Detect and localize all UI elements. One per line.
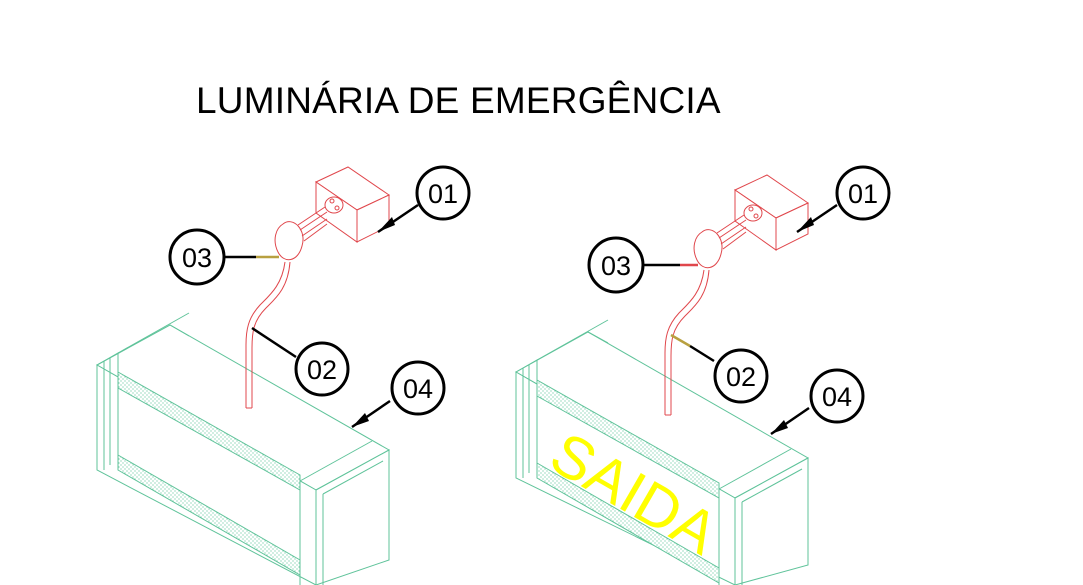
- right-leader-02: [689, 344, 715, 363]
- arrowhead: [797, 217, 814, 232]
- right-plug: [693, 214, 747, 269]
- arrowhead: [378, 217, 395, 232]
- left-callout-03: 03: [168, 228, 226, 286]
- left-callout-02-text: 02: [307, 355, 337, 385]
- left-assembly: 01 03 02 04: [95, 165, 471, 585]
- right-junction-box: [733, 174, 810, 251]
- left-junction-box: [314, 166, 391, 243]
- right-assembly: SAIDA: [514, 165, 891, 585]
- right-cable: [664, 269, 710, 416]
- right-callout-03: 03: [587, 236, 645, 294]
- right-callout-02: 02: [713, 348, 769, 404]
- left-callout-04: 04: [390, 360, 446, 416]
- left-callout-01: 01: [415, 165, 471, 221]
- right-callout-01: 01: [835, 165, 891, 221]
- left-callout-02: 02: [294, 341, 350, 397]
- left-plug: [274, 206, 328, 261]
- left-cable: [245, 261, 291, 409]
- right-luminaire-box: [514, 319, 810, 585]
- arrowhead: [352, 413, 369, 427]
- drawing-title: LUMINÁRIA DE EMERGÊNCIA: [196, 80, 721, 121]
- right-callout-04-text: 04: [822, 382, 852, 412]
- right-callout-01-text: 01: [848, 179, 878, 209]
- left-callout-03-text: 03: [182, 243, 212, 273]
- right-callout-03-text: 03: [601, 251, 631, 281]
- right-callout-04: 04: [809, 368, 865, 424]
- arrowhead: [771, 420, 788, 434]
- left-leader-02: [251, 326, 297, 359]
- right-callout-02-text: 02: [726, 362, 756, 392]
- left-callout-01-text: 01: [428, 179, 458, 209]
- left-callout-04-text: 04: [403, 374, 433, 404]
- left-luminaire-box: [95, 312, 391, 585]
